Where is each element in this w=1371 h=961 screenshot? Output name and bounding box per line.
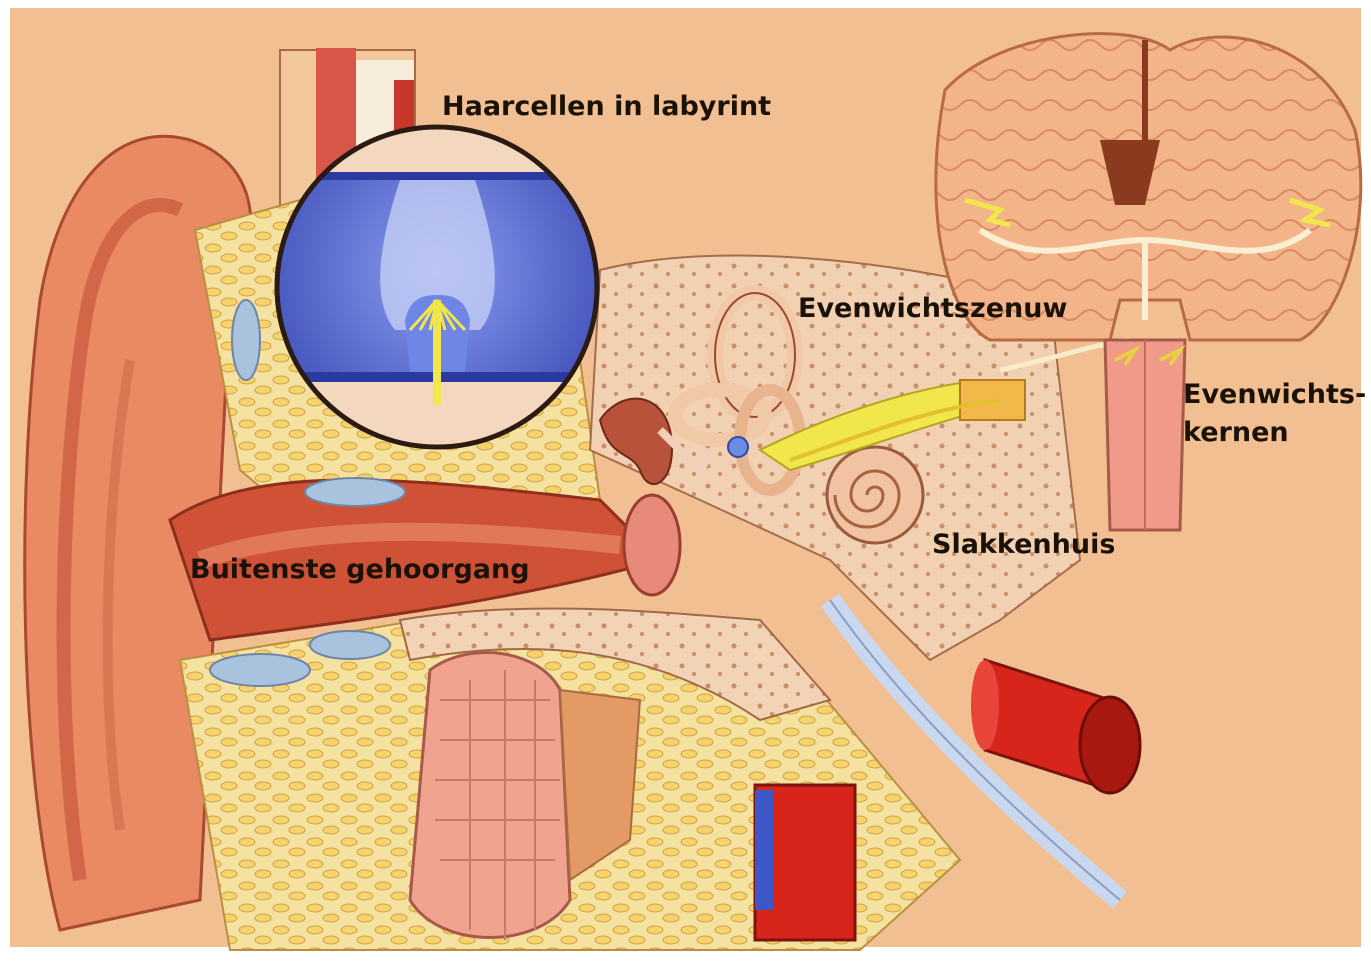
cartilage-3 <box>210 654 310 686</box>
cochlea <box>827 447 923 543</box>
parotid-gland <box>410 653 570 938</box>
label-evenwichtszenuw: Evenwichtszenuw <box>798 294 1067 324</box>
cartilage-1 <box>232 300 260 380</box>
label-buitenste-gehoorgang: Buitenste gehoorgang <box>190 555 530 585</box>
label-evenwichtskernen-line1: Evenwichts- <box>1183 380 1366 410</box>
vestibule-window <box>728 437 748 457</box>
carotid-vessel <box>755 785 855 940</box>
label-evenwichtskernen: Evenwichts- kernen <box>1183 380 1366 448</box>
eardrum <box>624 495 680 595</box>
cartilage-4 <box>310 631 390 659</box>
label-slakkenhuis: Slakkenhuis <box>932 530 1115 560</box>
label-evenwichtskernen-line2: kernen <box>1183 418 1366 448</box>
cartilage-2 <box>305 478 405 506</box>
label-haarcellen: Haarcellen in labyrint <box>442 92 771 122</box>
